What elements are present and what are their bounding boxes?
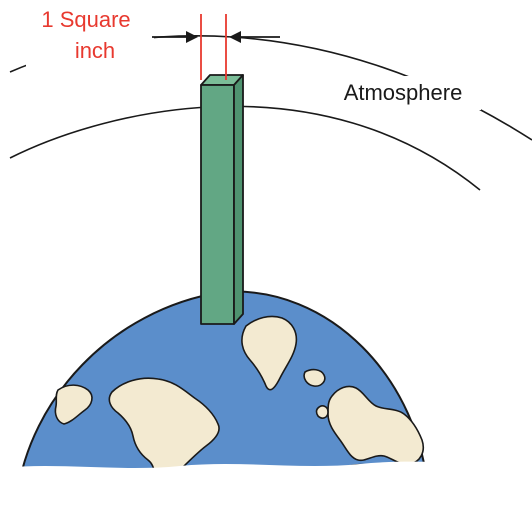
dimension-arrows [152,31,280,43]
air-column [200,74,244,325]
label-knockout-square [26,0,154,70]
square-inch-label-line2: inch [75,38,115,63]
left-arrow-head [186,31,198,43]
ground-fog-band [0,461,532,512]
atmosphere-inner-arc [9,105,481,191]
label-knockout-atmosphere [325,76,481,110]
air-column-side-face [233,74,244,325]
british-isles-landmass [315,405,329,419]
atmosphere-label: Atmosphere [344,80,463,105]
iceland-landmass [303,368,326,387]
alaska-landmass [54,384,93,425]
air-column-front-face [200,84,235,325]
right-arrow-head [229,31,241,43]
square-inch-label-line1: 1 Square [41,7,130,32]
greenland-landmass [241,315,298,391]
